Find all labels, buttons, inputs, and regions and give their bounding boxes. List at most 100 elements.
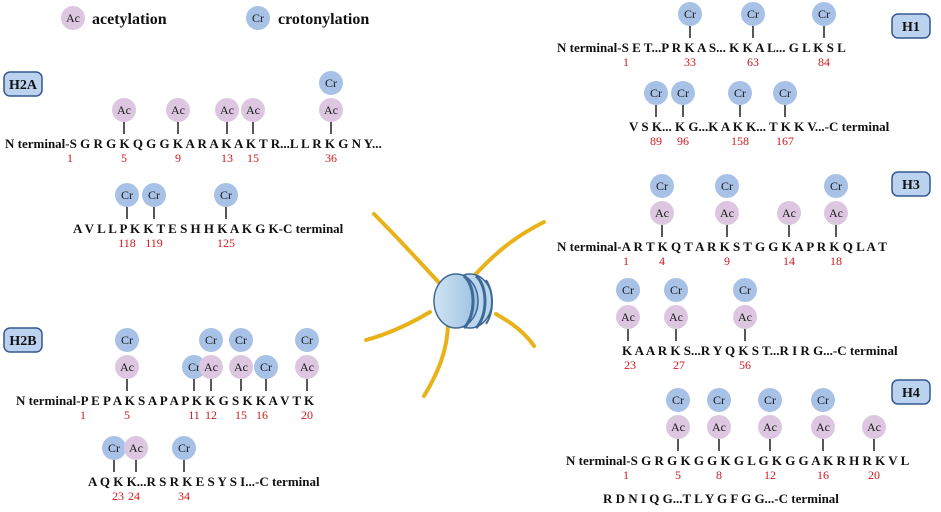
site-number: 8: [716, 468, 722, 482]
crotonylation-mark: [319, 71, 343, 95]
acetylation-mark: [862, 415, 886, 439]
site-number: 5: [121, 151, 127, 165]
site-number: 1: [623, 254, 629, 268]
crotonylation-mark-label: Cr: [656, 179, 668, 193]
acetylation-mark-label: Ac: [621, 310, 635, 324]
acetylation-mark: [707, 415, 731, 439]
crotonylation-mark: [214, 183, 238, 207]
crotonylation-mark: [115, 328, 139, 352]
site-number: 18: [830, 254, 842, 268]
acetylation-mark: [666, 415, 690, 439]
crotonylation-mark-label: Cr: [325, 76, 337, 90]
histone-tail: [422, 320, 450, 398]
crotonylation-mark: [295, 328, 319, 352]
acetylation-mark: [112, 98, 136, 122]
acetylation-mark-label: Ac: [204, 360, 218, 374]
histone-label-box: [891, 13, 931, 39]
crotonylation-mark-label: Cr: [830, 179, 842, 193]
site-number: 119: [145, 236, 163, 250]
site-number: 1: [67, 151, 73, 165]
crotonylation-mark: [102, 436, 126, 460]
histone-h4: H4 N terminal-S G R G K G G K G L G K G …: [566, 379, 931, 506]
crotonylation-mark-label: Cr: [622, 283, 634, 297]
acetylation-mark-label: Ac: [220, 103, 234, 117]
acetylation-mark: [777, 201, 801, 225]
sequence-line: V S K... K G...K A K K... T K K V...-C t…: [629, 119, 890, 134]
site-number: 14: [783, 254, 795, 268]
acetylation-mark-label: Ac: [171, 103, 185, 117]
histone-h2b: H2B N terminal-P E P A K S A P A P K K G…: [3, 327, 320, 503]
acetylation-mark-label: Ac: [324, 103, 338, 117]
crotonylation-mark: [741, 2, 765, 26]
crotonylation-mark: [199, 328, 223, 352]
crotonylation-mark-label: Cr: [301, 333, 313, 347]
crotonylation-mark-label: Cr: [672, 393, 684, 407]
site-number: 36: [325, 151, 337, 165]
crotonylation-mark-label: Cr: [721, 179, 733, 193]
site-number: 63: [747, 55, 759, 69]
crotonylation-mark-label: Cr: [108, 441, 120, 455]
sequence-line: N terminal-S G R G K Q G G K A R A K A K…: [5, 136, 382, 151]
crotonylation-mark-label: Cr: [148, 188, 160, 202]
histone-label-box: [3, 71, 43, 97]
site-number: 12: [764, 468, 776, 482]
crotonylation-mark: [812, 2, 836, 26]
crotonylation-mark-label: Cr: [779, 86, 791, 100]
site-number: 20: [301, 408, 313, 422]
acetylation-mark-label: Ac: [829, 206, 843, 220]
crotonylation-mark-label: Cr: [747, 7, 759, 21]
acetylation-mark: [758, 415, 782, 439]
histone-label: H3: [902, 178, 920, 193]
site-number: 11: [188, 408, 200, 422]
site-number: 167: [776, 134, 794, 148]
acetylation-mark: [733, 305, 757, 329]
acetylation-mark-label: Ac: [246, 103, 260, 117]
legend-ac-circle: [61, 6, 85, 30]
acetylation-mark-label: Ac: [655, 206, 669, 220]
site-number: 15: [247, 151, 259, 165]
histone-label-box: [891, 171, 931, 197]
acetylation-mark-label: Ac: [816, 420, 830, 434]
acetylation-mark: [199, 355, 223, 379]
crotonylation-mark: [715, 174, 739, 198]
sequence-line: N terminal-A R T K Q T A R K S T G G K A…: [557, 239, 887, 254]
crotonylation-mark: [142, 183, 166, 207]
crotonylation-mark: [824, 174, 848, 198]
site-number: 1: [623, 468, 629, 482]
nucleosome-illustration: [364, 212, 546, 398]
crotonylation-mark: [773, 81, 797, 105]
crotonylation-mark-label: Cr: [734, 86, 746, 100]
crotonylation-mark-label: Cr: [650, 86, 662, 100]
sequence-line: N terminal-P E P A K S A P A P K K G S K…: [16, 393, 315, 408]
legend-cr-label: crotonylation: [278, 11, 369, 28]
acetylation-mark: [229, 355, 253, 379]
sequence-line: R D N I Q G...T L Y G F G G...-C termina…: [603, 491, 839, 506]
crotonylation-mark-label: Cr: [235, 333, 247, 347]
site-number: 24: [128, 489, 140, 503]
acetylation-mark-label: Ac: [117, 103, 131, 117]
crotonylation-mark: [728, 81, 752, 105]
site-number: 84: [818, 55, 830, 69]
site-number: 5: [124, 408, 130, 422]
crotonylation-mark: [811, 388, 835, 412]
site-number: 5: [675, 468, 681, 482]
crotonylation-mark-label: Cr: [818, 7, 830, 21]
site-number: 4: [659, 254, 665, 268]
site-number: 12: [205, 408, 217, 422]
dna-wrap: [462, 274, 475, 330]
crotonylation-mark: [671, 81, 695, 105]
site-number: 23: [112, 489, 124, 503]
legend-cr-circle: [246, 6, 270, 30]
site-number: 1: [623, 55, 629, 69]
crotonylation-mark: [229, 328, 253, 352]
dna-wrap: [485, 279, 493, 325]
acetylation-mark: [811, 415, 835, 439]
crotonylation-mark-label: Cr: [188, 360, 200, 374]
sequence-line: K A A R K S...R Y Q K S T...R I R G...-C…: [622, 343, 898, 358]
histone-tail: [372, 212, 444, 288]
crotonylation-mark: [707, 388, 731, 412]
acetylation-mark: [215, 98, 239, 122]
crotonylation-mark: [182, 355, 206, 379]
crotonylation-mark: [678, 2, 702, 26]
